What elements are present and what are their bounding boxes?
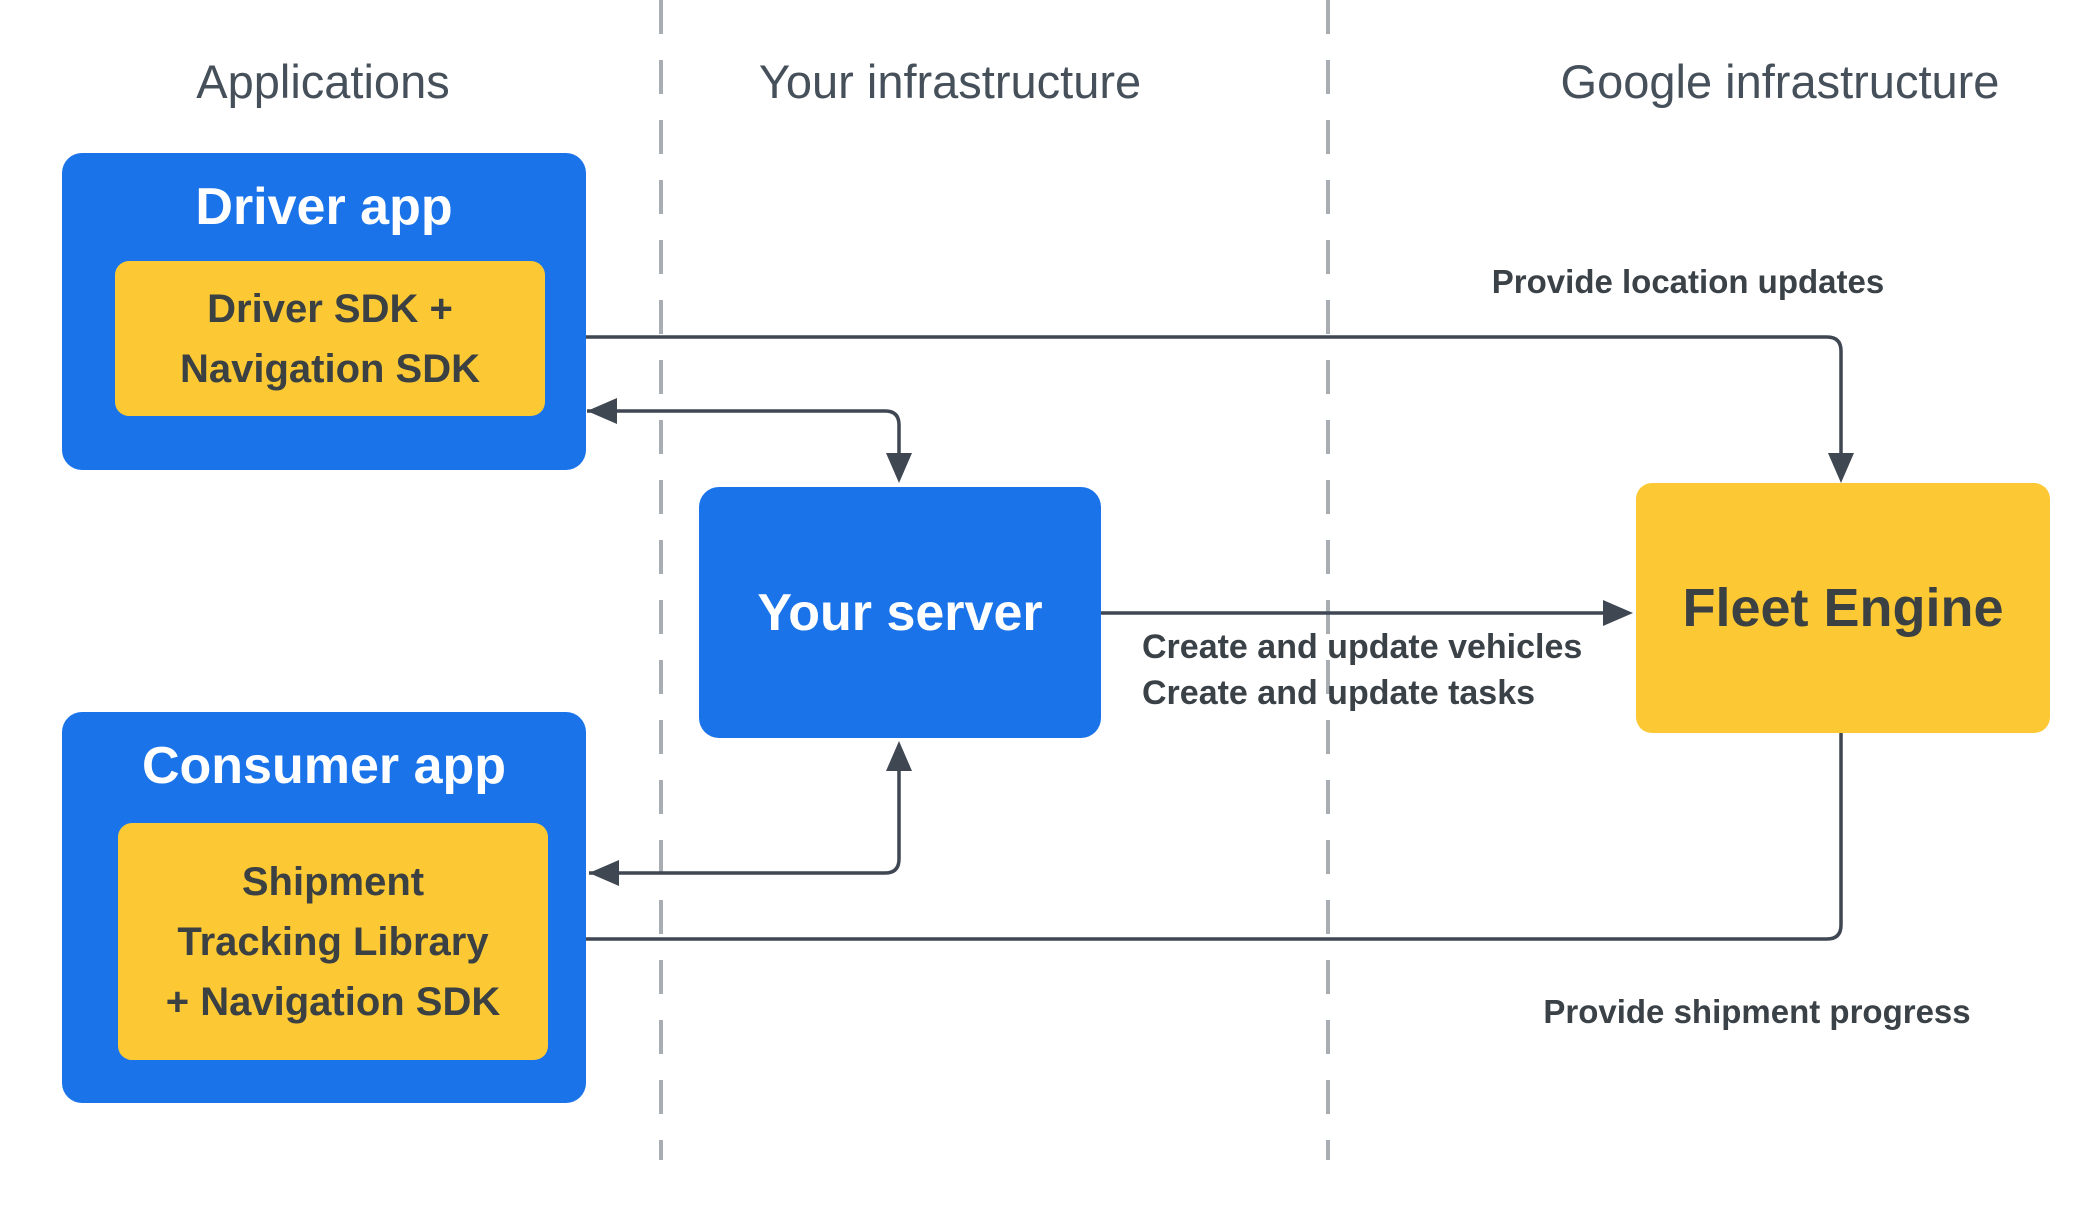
arrow-driver-app-your-server	[587, 409, 901, 453]
arrowhead-into-fleet-engine-left-icon	[1603, 600, 1633, 626]
edge-label-provide-location-updates: Provide location updates	[1491, 263, 1885, 300]
node-driver-app: Driver app Driver SDK + Navigation SDK	[62, 153, 586, 470]
lane-header-your-infrastructure: Your infrastructure	[758, 55, 1142, 108]
arrowhead-into-consumer-app-icon	[589, 860, 619, 886]
arrow-driver-sdk-fleet-engine	[549, 335, 1843, 453]
node-consumer-app: Consumer app Shipment Tracking Library +…	[62, 712, 586, 1103]
driver-sdk-label: Driver SDK + Navigation SDK	[179, 286, 481, 391]
arrow-fleet-engine-shipment-library	[571, 733, 1843, 941]
edge-label-create-and-update: Create and update vehicles Create and up…	[1142, 628, 1583, 712]
arrowhead-into-your-server-bottom-icon	[886, 741, 912, 771]
shipment-tracking-library-label: Shipment Tracking Library + Navigation S…	[165, 859, 501, 1024]
arrowhead-into-your-server-top-icon	[886, 453, 912, 483]
fleet-engine-title: Fleet Engine	[1682, 578, 2004, 638]
arrowhead-into-fleet-engine-top-icon	[1828, 453, 1854, 483]
node-shipment-tracking-library: Shipment Tracking Library + Navigation S…	[118, 823, 548, 1060]
consumer-app-title: Consumer app	[141, 737, 507, 795]
node-driver-sdk: Driver SDK + Navigation SDK	[115, 261, 545, 416]
lane-header-applications: Applications	[196, 55, 450, 108]
node-your-server: Your server	[699, 487, 1101, 738]
arrowhead-into-driver-app-icon	[587, 398, 617, 424]
lane-header-google-infrastructure: Google infrastructure	[1560, 55, 2000, 108]
node-fleet-engine: Fleet Engine	[1636, 483, 2050, 733]
edge-label-provide-shipment-progress: Provide shipment progress	[1543, 993, 1971, 1030]
driver-app-title: Driver app	[195, 178, 453, 236]
your-server-title: Your server	[757, 583, 1043, 642]
arrow-consumer-app-your-server	[589, 771, 901, 875]
